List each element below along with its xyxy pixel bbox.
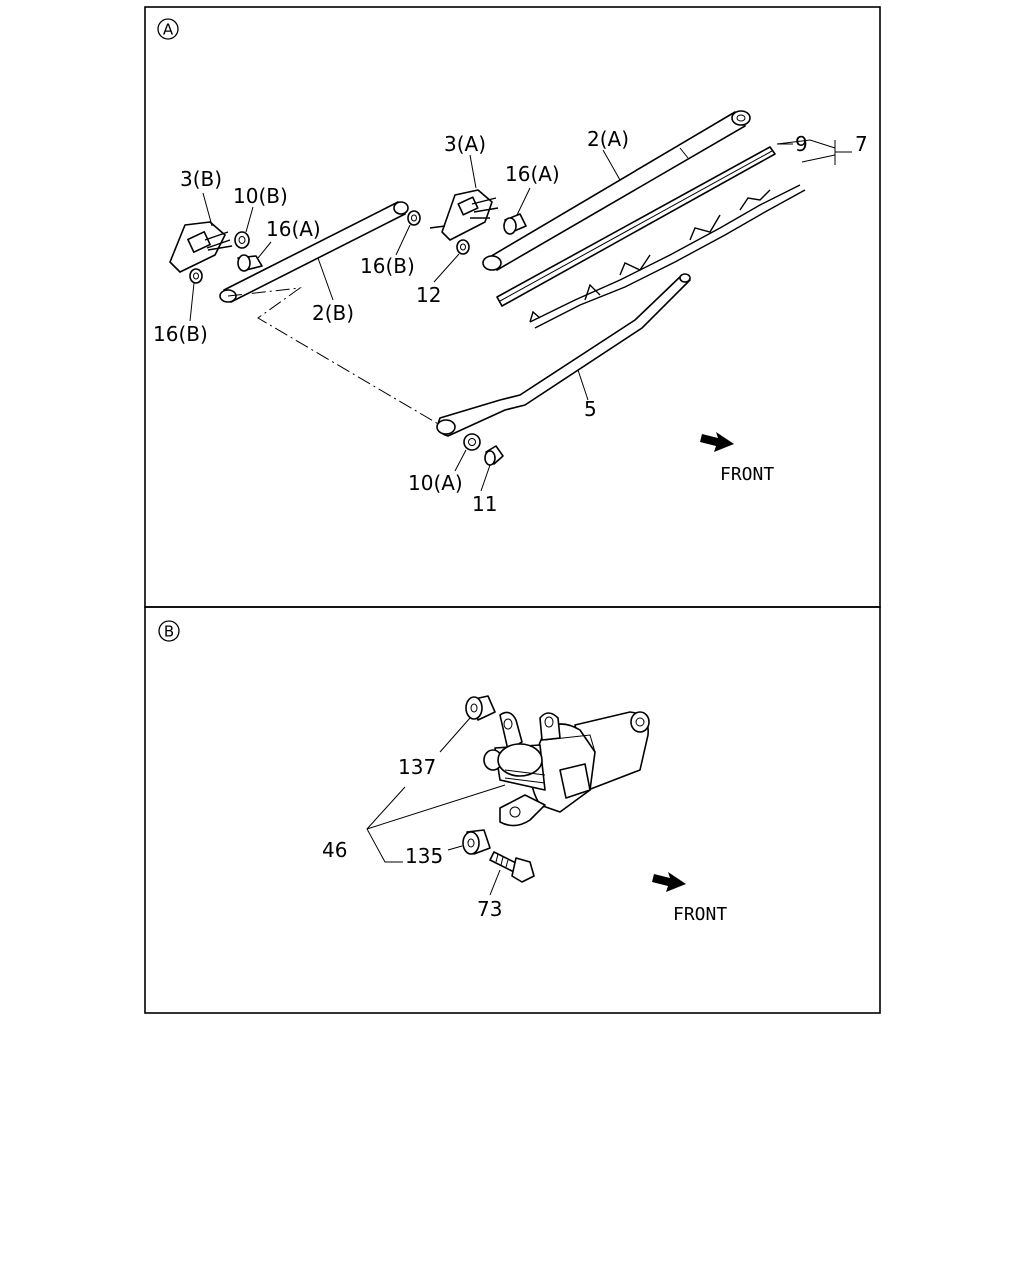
label-2a: 2(A) [587, 127, 629, 151]
bushing-16a-left [237, 254, 263, 272]
leader-lines-a [189, 139, 852, 492]
part-labels-a: 3(B) 10(B) 16(A) 16(B) 2(B) 3(A) 16(A) 2… [153, 127, 868, 516]
bushing-16a-right [503, 213, 527, 235]
bolt-73 [489, 851, 535, 883]
wiper-arm-5 [436, 273, 691, 437]
bushing-137 [465, 695, 496, 721]
wiper-motor-46 [483, 711, 650, 827]
front-arrow-icon [652, 872, 686, 892]
label-16a-left: 16(A) [266, 217, 321, 241]
label-5: 5 [584, 397, 597, 421]
wiper-link-2b [219, 201, 409, 303]
nut-10b [234, 231, 250, 249]
label-16b-left: 16(B) [153, 322, 208, 346]
panel-a-frame [144, 6, 881, 608]
wiper-blade-9 [496, 146, 776, 307]
label-9: 9 [795, 132, 808, 156]
label-3a: 3(A) [444, 132, 486, 156]
label-135: 135 [405, 844, 443, 868]
pivot-bracket-3b [169, 221, 233, 273]
label-10b: 10(B) [233, 184, 288, 208]
label-12: 12 [416, 283, 441, 307]
bushing-135 [462, 829, 491, 855]
front-indicator-a: FRONT [700, 432, 774, 485]
label-3b: 3(B) [180, 167, 222, 191]
cap-11 [484, 445, 504, 466]
label-10a: 10(A) [408, 471, 463, 495]
nut-10a [463, 433, 481, 451]
front-arrow-icon [700, 432, 734, 452]
label-46: 46 [322, 838, 347, 862]
assembly-line [227, 287, 441, 426]
front-label-a: FRONT [720, 464, 774, 485]
pivot-bracket-3a [429, 189, 499, 241]
washer-12 [456, 239, 470, 255]
label-7: 7 [855, 132, 868, 156]
svg-text:A: A [163, 21, 174, 39]
label-137: 137 [398, 755, 436, 779]
label-16b-right: 16(B) [360, 254, 415, 278]
panel-a-marker: A [157, 18, 179, 40]
label-11: 11 [472, 492, 497, 516]
leader-lines-b [366, 717, 506, 896]
label-16a-right: 16(A) [505, 162, 560, 186]
panel-b-marker: B [158, 620, 180, 642]
part-labels-b: 137 46 135 73 [322, 755, 502, 921]
panel-b: B [144, 606, 881, 1014]
wiper-link-2a [482, 110, 751, 271]
svg-text:B: B [164, 623, 174, 641]
label-2b: 2(B) [312, 301, 354, 325]
panel-a: A [144, 6, 881, 608]
wiper-blade-frame-7 [529, 184, 806, 329]
panel-b-frame [144, 606, 881, 1014]
washer-16b-right [407, 210, 421, 226]
front-indicator-b: FRONT [652, 872, 727, 925]
front-label-b: FRONT [673, 904, 727, 925]
label-73: 73 [477, 897, 502, 921]
washer-16b-left [189, 268, 203, 284]
